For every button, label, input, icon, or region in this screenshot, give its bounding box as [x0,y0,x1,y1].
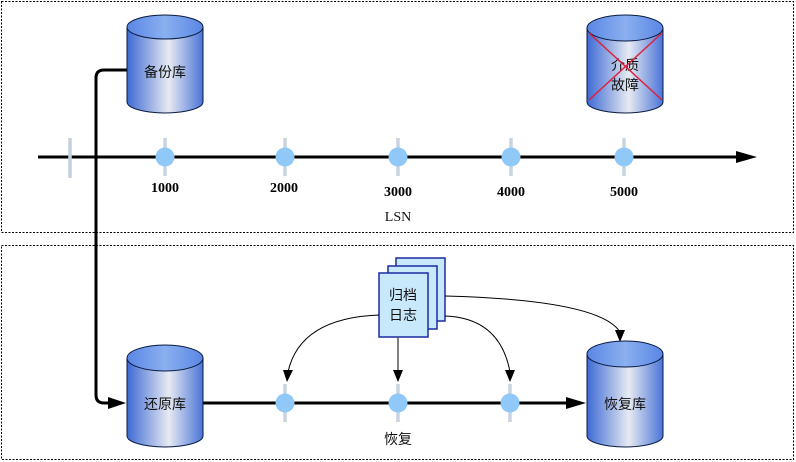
backup-to-restore-connector [96,70,127,403]
lsn-node [156,148,175,167]
lsn-point-5000 [615,138,634,176]
restore-arrowhead [108,397,126,409]
tick-label-2000: 2000 [270,181,298,196]
restored-db-label: 还原库 [144,397,186,413]
arrowhead-icon [283,370,293,382]
log-to-point1-arrow [288,315,379,372]
lsn-node [389,148,408,167]
recovery-point-3 [501,384,520,422]
tick-label-4000: 4000 [497,185,525,200]
tick-label-1000: 1000 [151,181,179,196]
lsn-axis-label: LSN [385,210,411,225]
backup-db-label: 备份库 [144,64,186,81]
arrowhead-icon [615,330,625,342]
lsn-node [615,148,634,167]
lsn-node [502,148,521,167]
recovery-point-2 [389,384,408,422]
failed-db: 介质 故障 [587,15,663,113]
log-to-recovered-db-arrow [445,296,620,332]
tick-label-3000: 3000 [384,185,412,200]
lsn-point-3000 [389,138,408,176]
arrowhead-icon [393,370,403,382]
lsn-axis-arrowhead [736,151,757,163]
tick-label-5000: 5000 [610,185,638,200]
archive-log-label-line2: 日志 [389,308,417,324]
recovery-point-1 [276,384,295,422]
recovery-axis-arrowhead [566,397,586,409]
recovery-label: 恢复 [384,431,412,448]
lsn-point-2000 [276,138,295,176]
archive-log: 归档 日志 [379,258,445,337]
lsn-node [501,394,520,413]
log-to-point3-arrow [445,316,510,372]
failed-db-label-line2: 故障 [611,78,639,94]
lsn-point-4000 [502,138,521,176]
lsn-point-1000 [156,138,175,176]
lsn-node [276,148,295,167]
arrowhead-icon [505,370,515,382]
recovered-db: 恢复库 [587,341,663,447]
archive-log-label-line1: 归档 [389,287,417,304]
restored-db: 还原库 [127,345,203,447]
backup-db: 备份库 [127,15,203,113]
recovered-db-label: 恢复库 [604,396,646,413]
lsn-node [389,394,408,413]
lsn-node [276,394,295,413]
